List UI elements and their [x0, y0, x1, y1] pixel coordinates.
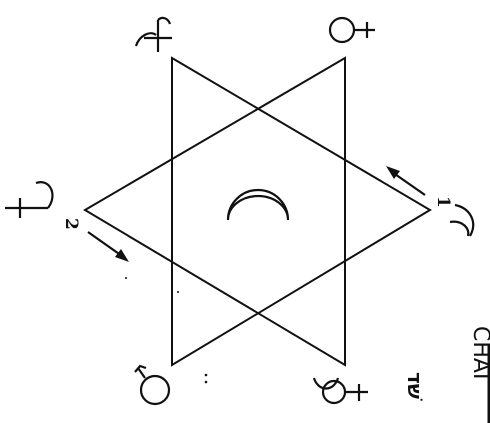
saturn-icon [5, 181, 54, 218]
edge-caption: CHAI [468, 326, 490, 379]
arrow-1-label: 1 [433, 196, 453, 208]
triangle-left [83, 56, 346, 367]
moon-icon [449, 203, 475, 237]
mercury-icon [312, 377, 368, 405]
jupiter-icon [134, 16, 172, 52]
mars-icon [134, 364, 171, 406]
arrow-2 [87, 231, 129, 262]
arrow-2-label: 2 [61, 218, 81, 230]
triangle-right [171, 56, 432, 367]
speck-marks [125, 277, 208, 384]
arrow-1 [386, 166, 426, 196]
hebrew-mark: שׁד [403, 372, 427, 402]
hexagram [83, 56, 432, 367]
center-moon-icon [226, 188, 290, 221]
venus-icon [328, 16, 375, 44]
